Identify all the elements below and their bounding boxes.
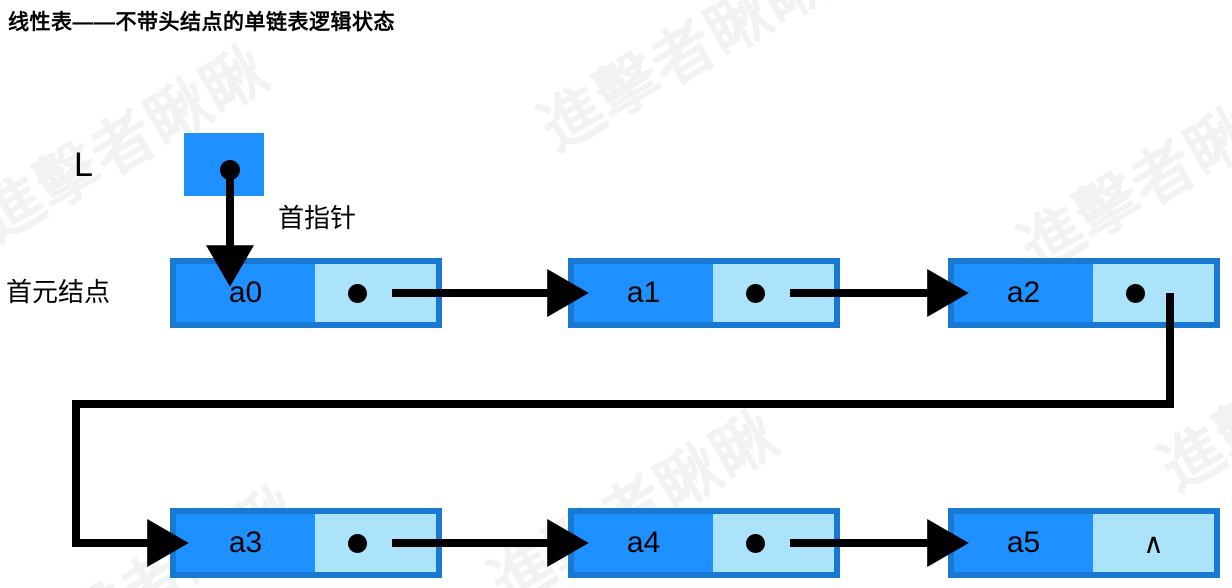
- list-node: a0: [170, 258, 442, 328]
- node-data-cell: a2: [954, 264, 1093, 322]
- node-pointer-cell: [315, 514, 436, 572]
- head-pointer-caption: 首指针: [278, 203, 357, 233]
- arrow-a2-to-a3: [72, 293, 1174, 567]
- node-data-cell: a0: [176, 264, 315, 322]
- node-pointer-cell: [1093, 264, 1214, 322]
- watermark: 進擊者瞅瞅: [1008, 64, 1232, 285]
- list-node: a2: [948, 258, 1220, 328]
- node-data-cell: a1: [574, 264, 713, 322]
- node-null-pointer-cell: ∧: [1093, 514, 1214, 572]
- list-node: a4: [568, 508, 840, 578]
- first-element-node-label: 首元结点: [6, 277, 111, 307]
- head-pointer-box: [184, 133, 264, 196]
- head-pointer-label: L: [74, 146, 93, 184]
- node-data-cell: a3: [176, 514, 315, 572]
- node-pointer-cell: [713, 264, 834, 322]
- list-node: a5 ∧: [948, 508, 1220, 578]
- node-data-cell: a4: [574, 514, 713, 572]
- node-pointer-cell: [713, 514, 834, 572]
- node-data-cell: a5: [954, 514, 1093, 572]
- list-node: a3: [170, 508, 442, 578]
- page-title: 线性表——不带头结点的单链表逻辑状态: [8, 11, 395, 34]
- watermark: 進擊者瞅瞅: [528, 0, 841, 165]
- node-pointer-cell: [315, 264, 436, 322]
- list-node: a1: [568, 258, 840, 328]
